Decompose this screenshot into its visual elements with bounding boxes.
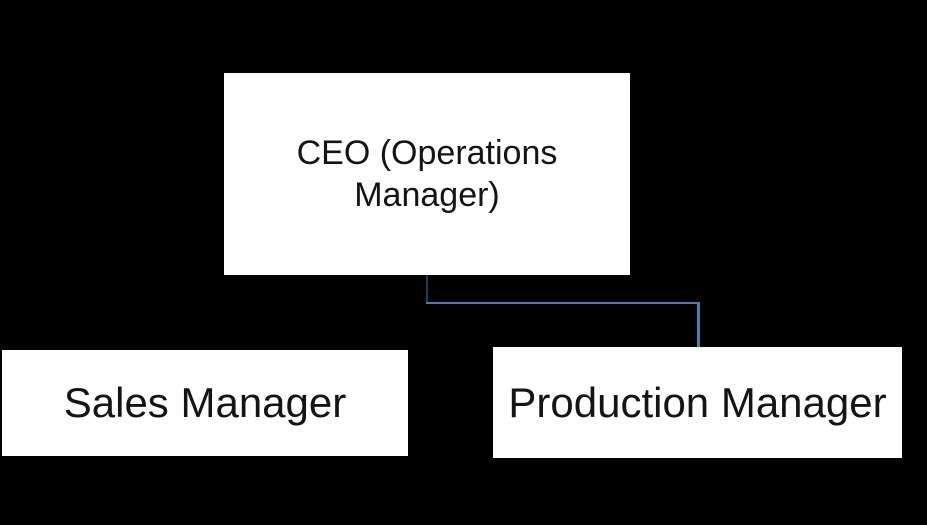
connector-ceo-to-production-horizontal: [426, 302, 699, 304]
org-node-ceo-label: CEO (Operations Manager): [296, 133, 558, 215]
connector-ceo-stem: [426, 275, 428, 304]
connector-production-drop: [697, 302, 700, 347]
org-node-production-manager: Production Manager: [493, 347, 902, 458]
org-node-sales-manager: Sales Manager: [2, 350, 408, 456]
org-node-production-manager-label: Production Manager: [508, 378, 887, 426]
org-node-ceo: CEO (Operations Manager): [224, 73, 630, 275]
org-node-sales-manager-label: Sales Manager: [63, 379, 347, 426]
